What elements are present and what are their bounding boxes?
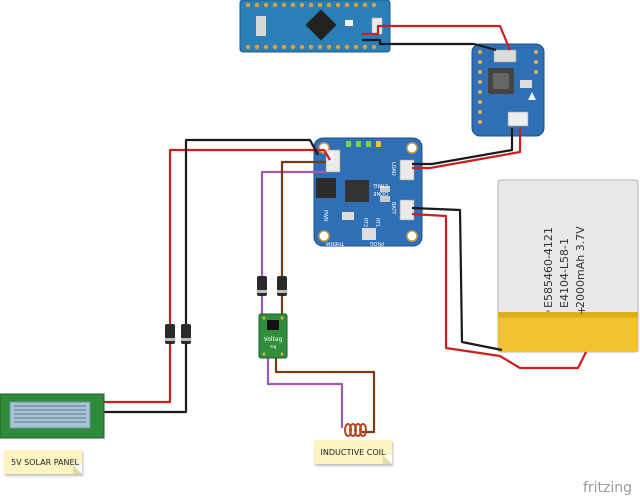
charger-chrg-label: CHRG bbox=[373, 182, 388, 188]
wire-powerboost-load-red bbox=[412, 128, 522, 170]
charger-rt1-label: RT1 bbox=[374, 218, 380, 227]
fritzing-logo: fritzing bbox=[582, 480, 632, 496]
charger-load-label: LOAD bbox=[390, 162, 396, 176]
arduino-nano-board bbox=[239, 0, 391, 53]
wire-converter-coil-purple bbox=[266, 354, 344, 428]
wire-converter-dcin-brown bbox=[280, 160, 326, 318]
wire-converter-dcin-purple bbox=[260, 170, 326, 318]
inductive-coil-label: INDUCTIVE COIL bbox=[314, 440, 392, 464]
diode-solar-black bbox=[181, 324, 191, 344]
battery-line-3: 2000mAh 3.7V bbox=[574, 226, 587, 308]
battery-line-1: E585460-4121 bbox=[542, 227, 555, 308]
wires bbox=[100, 24, 587, 434]
charger-dcin-label: DCIN bbox=[328, 150, 334, 163]
charger-done-label: DONE bbox=[373, 190, 388, 196]
diode-coil-brown bbox=[277, 276, 287, 296]
inductive-coil bbox=[344, 423, 367, 437]
powerboost-board bbox=[471, 43, 545, 137]
converter-label: Voltag bbox=[264, 336, 283, 343]
wire-solar-dcin-red bbox=[100, 148, 331, 404]
charger-therm-label: THERM bbox=[326, 240, 345, 246]
wire-solar-dcin-black bbox=[100, 138, 319, 414]
diode-coil-purple bbox=[257, 276, 267, 296]
solar-panel bbox=[0, 393, 105, 439]
solar-panel-label: 5V SOLAR PANEL bbox=[4, 450, 82, 474]
wire-batt-battery-black bbox=[411, 206, 503, 352]
diodes bbox=[165, 276, 287, 344]
charger-batt-label: BATT bbox=[390, 202, 396, 215]
wire-powerboost-load-black bbox=[412, 128, 514, 166]
wire-arduino-powerboost-black bbox=[362, 38, 497, 52]
battery-line-2: E4104-L58-1 bbox=[558, 238, 571, 308]
voltage-converter-board: Voltag reg bbox=[258, 313, 288, 359]
battery-minus-label: - bbox=[546, 304, 550, 317]
charger-board: DCIN LOAD BATT CHRG DONE PWR THERM PROG … bbox=[313, 137, 423, 247]
charger-prog-label: PROG bbox=[370, 240, 384, 246]
wire-arduino-powerboost-red bbox=[362, 24, 512, 51]
diode-solar-red bbox=[165, 324, 175, 344]
wire-batt-battery-red bbox=[411, 212, 587, 370]
wire-converter-coil-brown bbox=[274, 354, 376, 434]
charger-rt2-label: RT2 bbox=[362, 218, 368, 227]
lipo-battery: E585460-4121 E4104-L58-1 2000mAh 3.7V - … bbox=[497, 179, 639, 353]
converter-sublabel: reg bbox=[270, 344, 277, 349]
charger-pwr-label: PWR bbox=[322, 210, 328, 222]
battery-plus-label: + bbox=[577, 304, 586, 317]
